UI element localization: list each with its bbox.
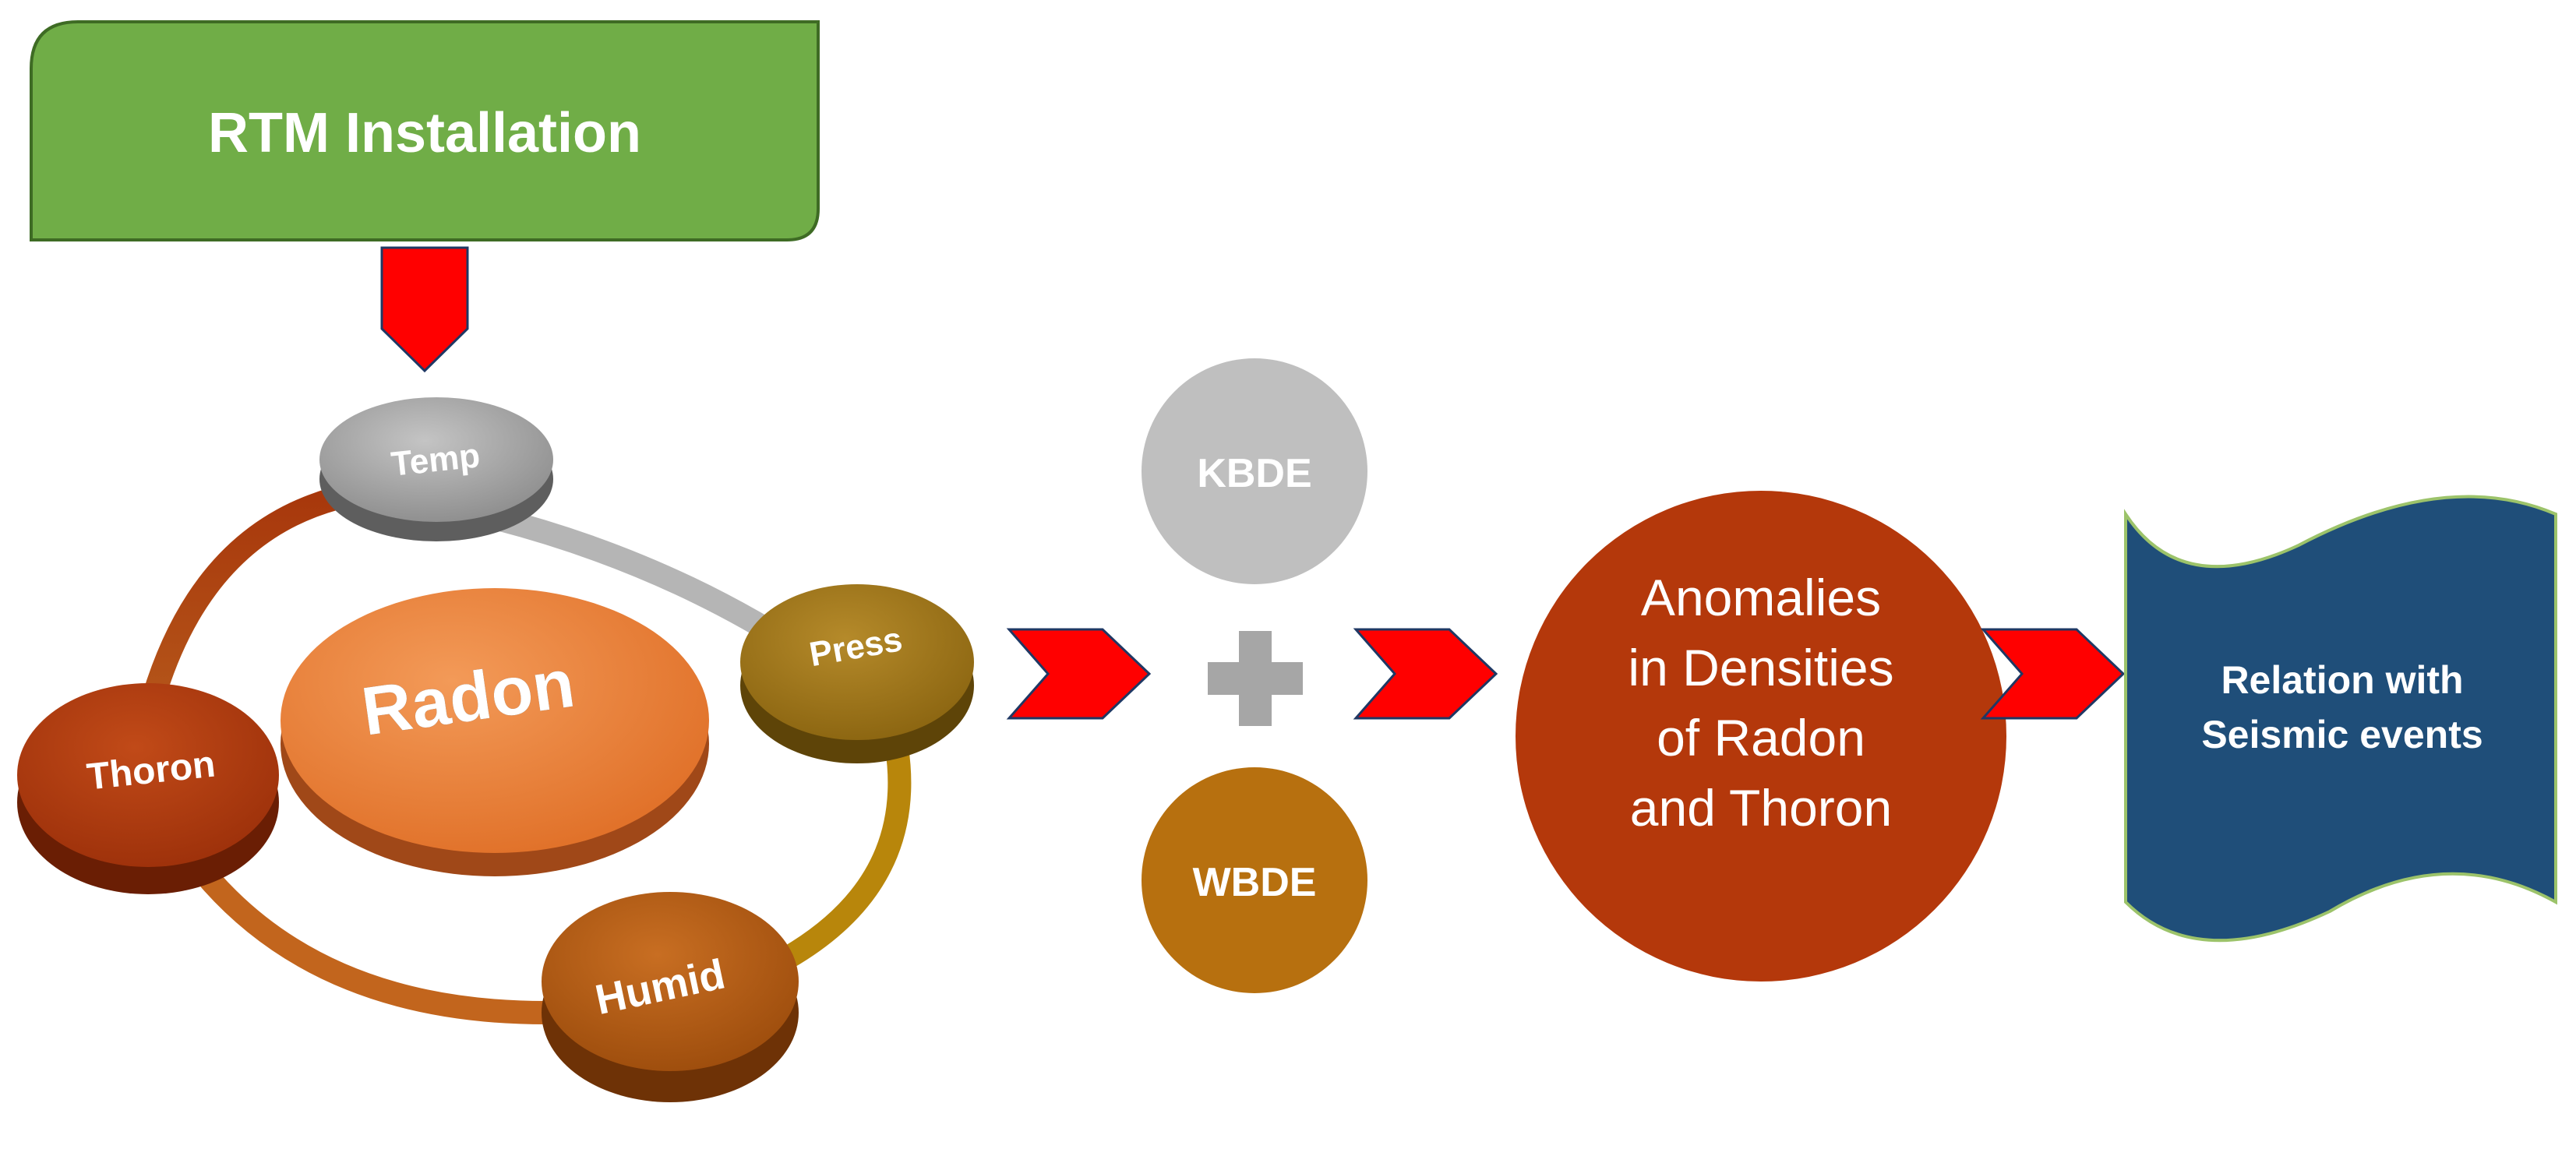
temp-node: Temp <box>319 397 553 541</box>
wbde-label: WBDE <box>1193 860 1317 905</box>
relation-node: Relation with Seismic events <box>2124 495 2557 943</box>
anomalies-line-3: of Radon <box>1657 709 1865 767</box>
press-node: Press <box>740 584 974 763</box>
wbde-node: WBDE <box>1142 767 1367 993</box>
rtm-installation-label: RTM Installation <box>208 102 641 164</box>
right-chevron-arrow-2 <box>1353 628 1498 720</box>
relation-line-2: Seismic events <box>2201 713 2482 756</box>
right-chevron-arrow-3 <box>1980 628 2126 720</box>
humid-node: Humid <box>542 892 799 1102</box>
down-chevron-arrow <box>380 246 469 373</box>
relation-line-1: Relation with <box>2221 658 2463 702</box>
temp-label: Temp <box>390 436 482 484</box>
anomalies-node: Anomalies in Densities of Radon and Thor… <box>1516 491 2006 982</box>
thoron-node: Thoron <box>17 683 279 894</box>
kbde-node: KBDE <box>1142 358 1367 584</box>
radon-node: Radon <box>281 588 709 876</box>
anomalies-line-1: Anomalies <box>1641 569 1881 626</box>
right-chevron-arrow-1 <box>1006 628 1152 720</box>
plus-icon <box>1208 631 1303 726</box>
anomalies-line-4: and Thoron <box>1630 779 1892 837</box>
anomalies-line-2: in Densities <box>1628 639 1893 696</box>
rtm-installation-box: RTM Installation <box>30 20 820 241</box>
kbde-label: KBDE <box>1197 451 1311 496</box>
